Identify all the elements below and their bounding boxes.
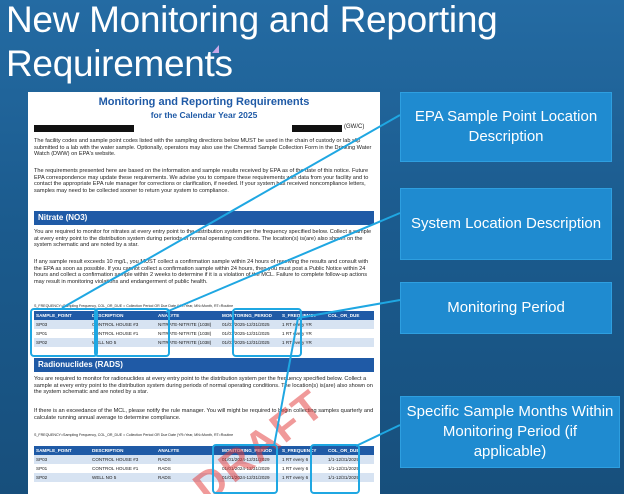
table-row: SP02 WELL NO 5 RADS 01/01/2024-12/31/202… bbox=[34, 473, 374, 482]
table-row: SP03 CONTROL HOUSE #3 RADS 01/01/2024-12… bbox=[34, 455, 374, 464]
table-cell: SP03 bbox=[36, 322, 48, 327]
column-header: ANALYTE bbox=[158, 448, 180, 453]
table-cell: CONTROL HOUSE #3 bbox=[92, 457, 139, 462]
table-cell: SP03 bbox=[36, 457, 48, 462]
callout-system-location: System Location Description bbox=[400, 188, 612, 260]
table-cell: CONTROL HOUSE #1 bbox=[92, 466, 139, 471]
table-cell: 01/01/2025-12/31/2025 bbox=[222, 331, 270, 336]
table-cell: 01/01/2024-12/31/2029 bbox=[222, 457, 270, 462]
document-subtitle: for the Calendar Year 2025 bbox=[150, 110, 258, 120]
column-header: MONITORING_PERIOD bbox=[222, 313, 272, 318]
intro-paragraph-2: The requirements presented here are base… bbox=[34, 168, 369, 194]
rads-paragraph-1: You are required to monitor for radionuc… bbox=[34, 376, 373, 396]
table-cell: 1/1-12/31/2029 bbox=[328, 466, 359, 471]
highlight-monitoring-period-rads bbox=[212, 444, 278, 494]
table-cell bbox=[326, 338, 374, 347]
redacted-system-name bbox=[34, 125, 134, 132]
table-cell: 1 RT every 6 bbox=[282, 466, 309, 471]
document-title: Monitoring and Reporting Requirements bbox=[98, 96, 310, 108]
highlight-sample-point bbox=[30, 308, 98, 357]
section-heading-nitrate: Nitrate (NO3) bbox=[34, 211, 374, 225]
document-page: Monitoring and Reporting Requirements fo… bbox=[28, 92, 380, 494]
callout-monitoring-period: Monitoring Period bbox=[400, 282, 612, 334]
callout-epa-sample-point: EPA Sample Point Location Description bbox=[400, 92, 612, 162]
rads-table: SAMPLE_POINT DESCRIPTION ANALYTE MONITOR… bbox=[34, 446, 374, 482]
table-cell: SP02 bbox=[36, 475, 48, 480]
column-header: DESCRIPTION bbox=[92, 313, 124, 318]
table-cell bbox=[326, 329, 374, 338]
column-header: COL_OR_DUE bbox=[328, 313, 360, 318]
table-cell: RADS bbox=[158, 466, 171, 471]
table-cell: RADS bbox=[158, 457, 171, 462]
table-cell: WELL NO 5 bbox=[92, 340, 117, 345]
table-cell: SP01 bbox=[36, 331, 48, 336]
table-cell: 01/01/2025-12/31/2025 bbox=[222, 322, 270, 327]
column-header: S_FREQUENCY bbox=[282, 448, 317, 453]
redacted-system-id bbox=[292, 125, 342, 132]
table-cell: CONTROL HOUSE #3 bbox=[92, 322, 139, 327]
section-heading-radionuclides: Radionuclides (RADS) bbox=[34, 358, 374, 372]
table-cell: 1/1-12/31/2029 bbox=[328, 457, 359, 462]
table-cell: WELL NO 5 bbox=[92, 475, 117, 480]
table-cell: 01/01/2024-12/31/2029 bbox=[222, 475, 270, 480]
table-cell: 1 RT every 6 bbox=[282, 457, 309, 462]
column-header: MONITORING_PERIOD bbox=[222, 448, 272, 453]
table-cell: NITRATE-NITRITE (1038) bbox=[158, 322, 212, 327]
callout-specific-sample-months: Specific Sample Months Within Monitoring… bbox=[400, 396, 620, 468]
intro-paragraph-1: The facility codes and sample point code… bbox=[34, 138, 372, 158]
rads-paragraph-2: If there is an exceedance of the MCL, pl… bbox=[34, 408, 374, 421]
table-cell: NITRATE-NITRITE (1038) bbox=[158, 340, 212, 345]
rads-table-caption: S_FREQUENCY=Sampling Frequency, COL_OR_D… bbox=[34, 433, 234, 437]
table-cell: NITRATE-NITRITE (1038) bbox=[158, 331, 212, 336]
slide-title: New Monitoring and Reporting Requirement… bbox=[6, 0, 498, 84]
column-header: DESCRIPTION bbox=[92, 448, 124, 453]
table-cell: 01/01/2024-12/31/2029 bbox=[222, 466, 270, 471]
highlight-description bbox=[94, 308, 170, 357]
table-row: SP01 CONTROL HOUSE #1 RADS 01/01/2024-12… bbox=[34, 464, 374, 473]
table-cell: 1/1-12/31/2029 bbox=[328, 475, 359, 480]
system-code: (GW/C) bbox=[344, 124, 365, 130]
table-cell: RADS bbox=[158, 475, 171, 480]
table-cell: SP01 bbox=[36, 466, 48, 471]
table-cell: 01/01/2025-12/31/2025 bbox=[222, 340, 270, 345]
highlight-monitoring-period-nitrate bbox=[232, 308, 302, 357]
table-cell bbox=[326, 320, 374, 329]
column-header: COL_OR_DUE bbox=[328, 448, 360, 453]
nitrate-paragraph-2: If any sample result exceeds 10 mg/L, yo… bbox=[34, 259, 369, 285]
pointer-icon bbox=[212, 45, 219, 53]
highlight-col-or-due bbox=[310, 444, 360, 494]
table-cell: SP02 bbox=[36, 340, 48, 345]
nitrate-paragraph-1: You are required to monitor for nitrates… bbox=[34, 229, 372, 249]
table-cell: CONTROL HOUSE #1 bbox=[92, 331, 139, 336]
column-header: SAMPLE_POINT bbox=[36, 448, 72, 453]
column-header: SAMPLE_POINT bbox=[36, 313, 72, 318]
table-cell: 1 RT every 6 bbox=[282, 475, 309, 480]
table-header-row: SAMPLE_POINT DESCRIPTION ANALYTE MONITOR… bbox=[34, 446, 374, 455]
